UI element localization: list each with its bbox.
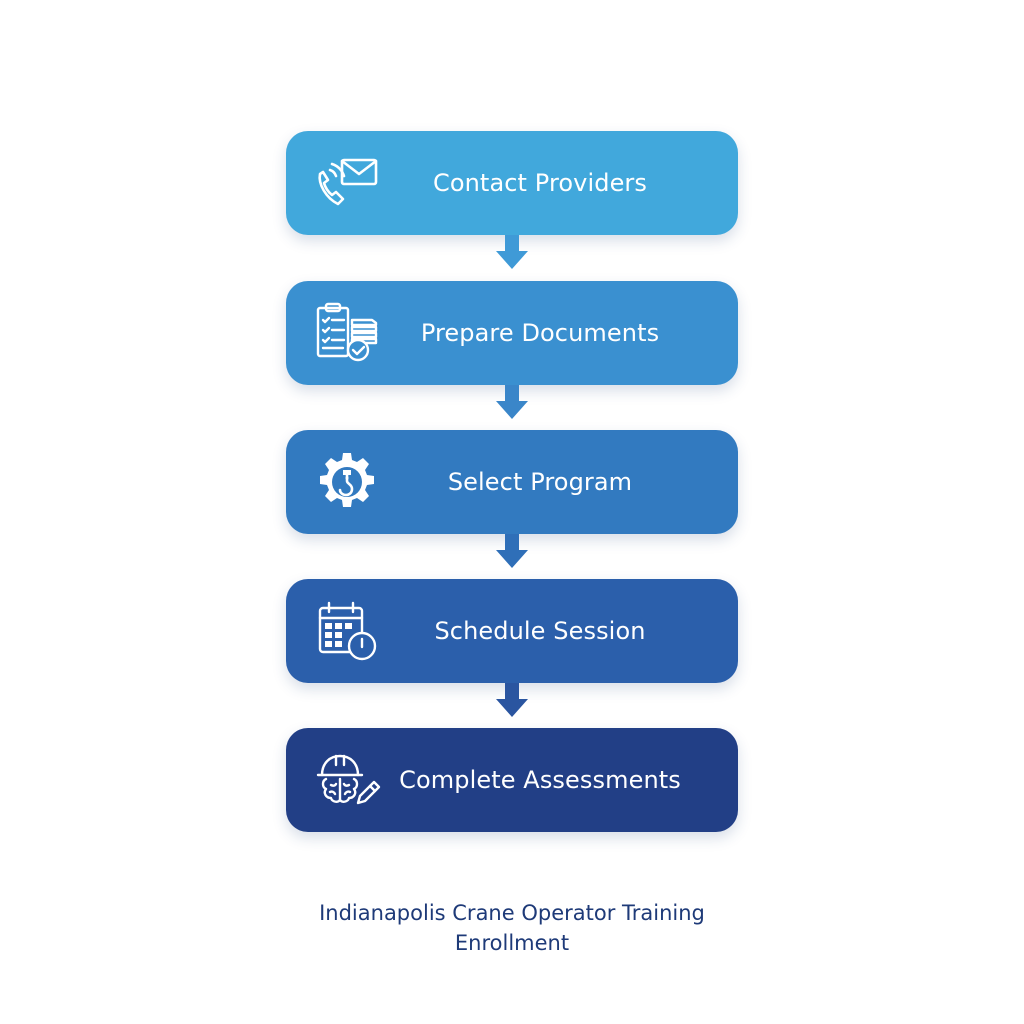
step-complete-assessments: Complete Assessments xyxy=(286,728,738,832)
step-prepare-documents: Prepare Documents xyxy=(286,281,738,385)
gear-crane-hook-icon xyxy=(312,447,382,517)
helmet-brain-pencil-icon xyxy=(312,745,382,815)
down-arrow-icon xyxy=(494,385,530,421)
phone-envelope-icon xyxy=(312,148,382,218)
down-arrow-icon xyxy=(494,235,530,271)
document-checklist-icon xyxy=(312,298,382,368)
down-arrow-icon xyxy=(494,534,530,570)
step-label: Schedule Session xyxy=(434,617,646,645)
diagram-caption: Indianapolis Crane Operator Training Enr… xyxy=(212,898,812,958)
step-select-program: Select Program xyxy=(286,430,738,534)
step-label: Prepare Documents xyxy=(420,319,660,347)
caption-line-2: Enrollment xyxy=(454,931,570,955)
step-contact-providers: Contact Providers xyxy=(286,131,738,235)
caption-line-1: Indianapolis Crane Operator Training xyxy=(319,901,705,925)
calendar-clock-icon xyxy=(312,596,382,666)
step-schedule-session: Schedule Session xyxy=(286,579,738,683)
step-label: Contact Providers xyxy=(432,169,648,197)
step-label: Complete Assessments xyxy=(399,766,681,794)
step-label: Select Program xyxy=(447,468,633,496)
down-arrow-icon xyxy=(494,683,530,719)
